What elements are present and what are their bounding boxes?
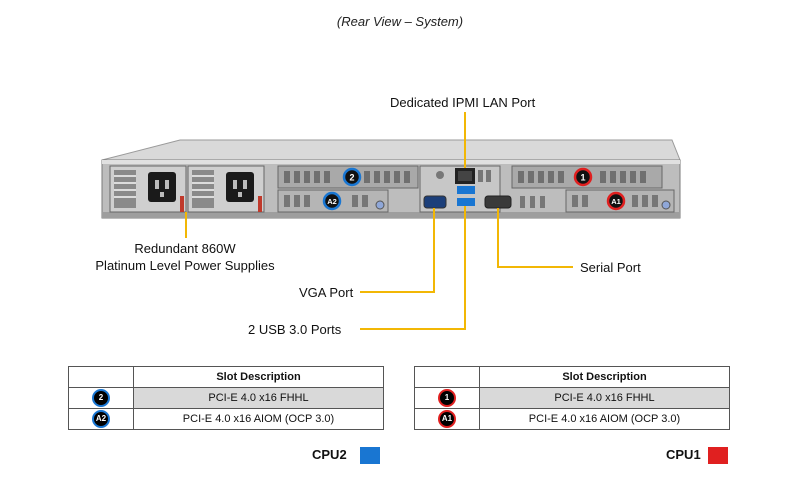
table-row: A1 PCI-E 4.0 x16 AIOM (OCP 3.0): [414, 408, 730, 430]
slot-description: PCI-E 4.0 x16 AIOM (OCP 3.0): [479, 408, 730, 430]
table-header-blank: [414, 366, 480, 388]
svg-text:2: 2: [349, 173, 354, 183]
callout-line-serial: [497, 208, 573, 268]
usb-port-1: [457, 186, 475, 194]
power-supply-label-line2: Platinum Level Power Supplies: [95, 258, 275, 273]
table-row: 2 PCI-E 4.0 x16 FHHL: [68, 387, 384, 409]
table-header-label: Slot Description: [479, 366, 730, 388]
slot-description: PCI-E 4.0 x16 FHHL: [479, 387, 730, 409]
table-header-row: Slot Description: [414, 366, 730, 388]
callout-line-usb: [360, 206, 466, 330]
slot-badge-2: 2: [342, 167, 362, 187]
cpu2-legend-label: CPU2: [312, 447, 347, 462]
cpu1-color-swatch: [708, 447, 728, 464]
usb-port-2: [457, 198, 475, 206]
slot-area-left: [277, 165, 419, 213]
slot-badge-a2: A2: [322, 191, 342, 211]
table-row: 1 PCI-E 4.0 x16 FHHL: [414, 387, 730, 409]
slot-description: PCI-E 4.0 x16 FHHL: [133, 387, 384, 409]
slot-a1-icon: A1: [438, 410, 456, 428]
power-inlet-2: [226, 172, 254, 202]
diagram-caption: (Rear View – System): [336, 14, 464, 29]
ipmi-lan-port-label: Dedicated IPMI LAN Port: [390, 95, 536, 110]
table-header-blank: [68, 366, 134, 388]
cpu2-slot-table: Slot Description 2 PCI-E 4.0 x16 FHHL A2…: [68, 366, 384, 430]
vga-port: [423, 195, 447, 209]
power-inlet-1: [148, 172, 176, 202]
svg-text:A1: A1: [611, 197, 621, 206]
slot-badge-a1: A1: [606, 191, 626, 211]
slot-2-icon: 2: [92, 389, 110, 407]
cpu1-legend-label: CPU1: [666, 447, 701, 462]
usb-ports-label: 2 USB 3.0 Ports: [248, 322, 342, 337]
slot-badge-1: 1: [573, 167, 593, 187]
serial-port: [484, 195, 512, 209]
cpu1-slot-table: Slot Description 1 PCI-E 4.0 x16 FHHL A1…: [414, 366, 730, 430]
power-supply-1: [109, 165, 187, 213]
table-header-label: Slot Description: [133, 366, 384, 388]
vga-port-label: VGA Port: [299, 285, 354, 300]
table-header-row: Slot Description: [68, 366, 384, 388]
slot-description: PCI-E 4.0 x16 AIOM (OCP 3.0): [133, 408, 384, 430]
slot-a2-icon: A2: [92, 410, 110, 428]
svg-text:1: 1: [580, 173, 585, 183]
svg-text:A2: A2: [327, 197, 337, 206]
rear-io-panel: [419, 165, 512, 213]
callout-line-vga: [360, 208, 435, 293]
callout-lines: [185, 112, 573, 330]
slot-1-icon: 1: [438, 389, 456, 407]
power-supply-label: Redundant 860W Platinum Level Power Supp…: [70, 240, 300, 274]
power-supply-2: [187, 165, 265, 213]
serial-port-label: Serial Port: [580, 260, 641, 275]
cpu2-color-swatch: [360, 447, 380, 464]
power-supply-label-line1: Redundant 860W: [134, 241, 236, 256]
table-row: A2 PCI-E 4.0 x16 AIOM (OCP 3.0): [68, 408, 384, 430]
